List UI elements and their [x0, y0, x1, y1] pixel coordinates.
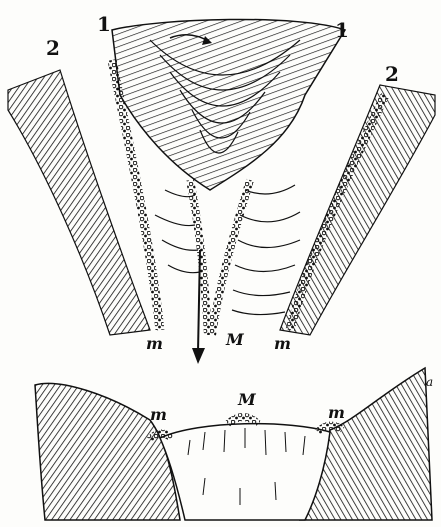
downflow-arrowhead	[192, 348, 205, 364]
section-corner-label: a	[426, 376, 433, 388]
top-lateral-moraine-label-left: m	[146, 336, 163, 352]
top-medial-moraine-label: M	[226, 332, 244, 348]
glacier-label-2-right: 2	[385, 64, 399, 84]
top-plan-view	[8, 19, 435, 364]
section-lateral-moraine-label-right: m	[328, 405, 345, 421]
left-valley-wall	[35, 383, 180, 520]
glacier-label-1-left: 1	[97, 14, 111, 34]
upper-glacier-body	[112, 19, 345, 190]
section-medial-moraine-label: M	[238, 392, 256, 408]
glacier-label-2-left: 2	[46, 38, 60, 58]
medial-moraine-heap	[228, 417, 258, 424]
section-lateral-moraine-label-left: m	[150, 407, 167, 423]
top-lateral-moraine-label-right: m	[274, 336, 291, 352]
bottom-cross-section	[35, 368, 432, 520]
glacier-label-1-right: 1	[335, 20, 349, 40]
downflow-arrow-shaft	[198, 250, 200, 352]
